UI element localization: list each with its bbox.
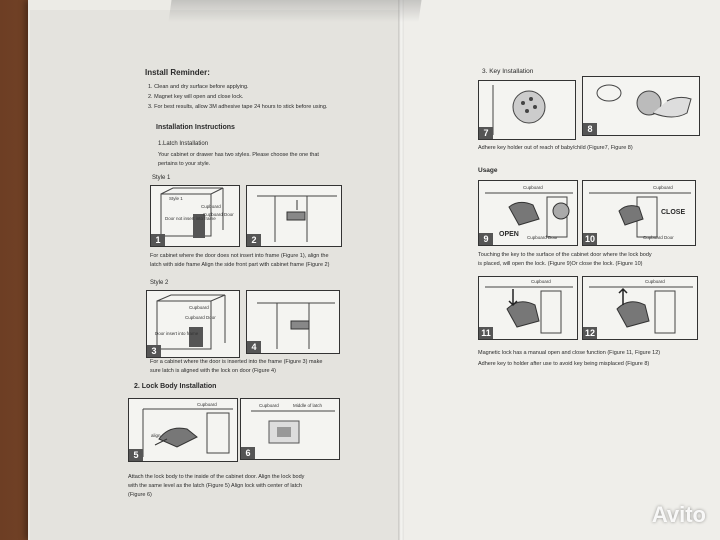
figure-number-9: 9 — [479, 233, 493, 245]
fig12-cupboard: Cupboard — [645, 279, 665, 284]
figure-8-illustration — [596, 84, 692, 118]
fig1-door-not-insert: Door not insert into frame — [165, 216, 216, 221]
fig5-cupboard: Cupboard — [197, 402, 217, 407]
fig10-cupboard: Cupboard — [653, 185, 673, 190]
figure-number-1: 1 — [151, 234, 165, 246]
caption-fig-9-10-line-2: is placed, will open the lock. (Figure 9… — [478, 261, 643, 267]
caption-fig-5-6-line-2: with the same level as the latch (Figure… — [128, 483, 302, 489]
style-2-label: Style 2 — [150, 280, 169, 286]
fig1-cupboard: Cupboard — [201, 204, 221, 209]
fig11-cupboard: Cupboard — [531, 279, 551, 284]
latch-installation-title: 1.Latch Installation — [158, 141, 209, 147]
caption-fig-3-4-line-1: For a cabinet where the door is inserted… — [150, 359, 323, 365]
figure-number-3: 3 — [147, 345, 161, 357]
figure-number-5: 5 — [129, 449, 143, 461]
fig9-cupboard-door: Cupboard Door — [527, 235, 558, 240]
fig5-align: align — [151, 433, 161, 438]
reminder-1: 1. Clean and dry surface before applying… — [148, 84, 249, 90]
latch-desc-1: Your cabinet or drawer has two styles. P… — [158, 152, 319, 158]
caption-fig-11-12-line-1: Magnetic lock has a manual open and clos… — [478, 350, 661, 356]
figure-3-illustration — [156, 294, 226, 350]
figure-10: Cupboard CLOSE Cupboard Door 10 — [582, 180, 696, 246]
figure-10-illustration — [589, 192, 691, 238]
figure-8: 8 — [582, 76, 700, 136]
fig3-door-insert: Door insert into frame — [155, 331, 199, 336]
page-fold — [398, 0, 404, 540]
figure-1-illustration — [160, 187, 224, 238]
fig10-cupboard-door: Cupboard Door — [643, 235, 674, 240]
caption-fig-1-2-line-2: latch with side frame Align the side fro… — [150, 262, 330, 268]
figure-6-illustration — [251, 410, 335, 444]
fig6-cupboard: Cupboard — [259, 403, 279, 408]
figure-number-7: 7 — [479, 127, 493, 139]
caption-fig-9-10-line-1: Touching the key to the surface of the c… — [478, 252, 652, 258]
figure-number-11: 11 — [479, 327, 493, 339]
figure-number-10: 10 — [583, 233, 597, 245]
usage-title: Usage — [478, 167, 498, 174]
avito-watermark: Avito — [651, 502, 706, 527]
key-caption: Adhere key holder out of reach of baby/c… — [478, 145, 633, 151]
install-reminder-title: Install Reminder: — [145, 68, 210, 77]
figure-2-illustration — [257, 195, 337, 242]
fig1-cupboard-door: Cupboard Door — [203, 212, 234, 217]
fig9-open-label: OPEN — [499, 231, 519, 238]
figure-9: Cupboard OPEN Cupboard Door 9 — [478, 180, 578, 246]
figure-number-8: 8 — [583, 123, 597, 135]
figure-1: Style 1 Door not insert into frame Cupbo… — [150, 185, 240, 247]
lock-body-installation-title: 2. Lock Body Installation — [134, 383, 217, 390]
fig3-cupboard-door: Cupboard Door — [185, 315, 216, 320]
caption-fig-1-2-line-1: For cabinet where the door does not inse… — [150, 253, 329, 259]
figure-5-illustration — [142, 408, 233, 457]
paper-shadow — [168, 0, 422, 22]
fig1-style1-label: Style 1 — [169, 196, 183, 201]
figure-11: Cupboard 11 — [478, 276, 578, 340]
figure-12-illustration — [589, 286, 693, 334]
figure-6: Cupboard Middle of latch 6 — [240, 398, 340, 460]
figure-4: 4 — [246, 290, 340, 354]
figure-3: Cupboard Cupboard Door Door insert into … — [146, 290, 240, 358]
caption-fig-3-4-line-2: sure latch is aligned with the lock on d… — [150, 368, 276, 374]
figure-9-illustration — [485, 192, 573, 238]
figure-number-4: 4 — [247, 341, 261, 353]
fig3-cupboard: Cupboard — [189, 305, 209, 310]
figure-11-illustration — [485, 286, 573, 334]
installation-instructions-title: Installation Instructions — [156, 124, 235, 131]
fig6-middle-latch: Middle of latch — [293, 403, 323, 408]
figure-12: Cupboard 12 — [582, 276, 698, 340]
latch-desc-2: pertains to your style. — [158, 161, 211, 167]
figure-7: 7 — [478, 80, 576, 140]
style-1-label: Style 1 — [152, 175, 171, 181]
figure-2: 2 — [246, 185, 342, 247]
caption-fig-5-6-line-1: Attach the lock body to the inside of th… — [128, 474, 305, 480]
fig9-cupboard: Cupboard — [523, 185, 543, 190]
figure-5: Cupboard align 5 — [128, 398, 238, 462]
reminder-3: 3. For best results, allow 3M adhesive t… — [148, 104, 328, 110]
figure-number-2: 2 — [247, 234, 261, 246]
fig10-close-label: CLOSE — [661, 209, 686, 216]
reminder-2: 2. Magnet key will open and close lock. — [148, 94, 244, 100]
figure-number-6: 6 — [241, 447, 255, 459]
figure-4-illustration — [257, 302, 335, 349]
figure-7-illustration — [492, 85, 546, 135]
figure-number-12: 12 — [583, 327, 597, 339]
caption-fig-5-6-line-3: (Figure 6) — [128, 492, 152, 498]
key-installation-title: 3. Key Installation — [482, 68, 534, 75]
caption-fig-11-12-line-2: Adhere key to holder after use to avoid … — [478, 361, 650, 367]
